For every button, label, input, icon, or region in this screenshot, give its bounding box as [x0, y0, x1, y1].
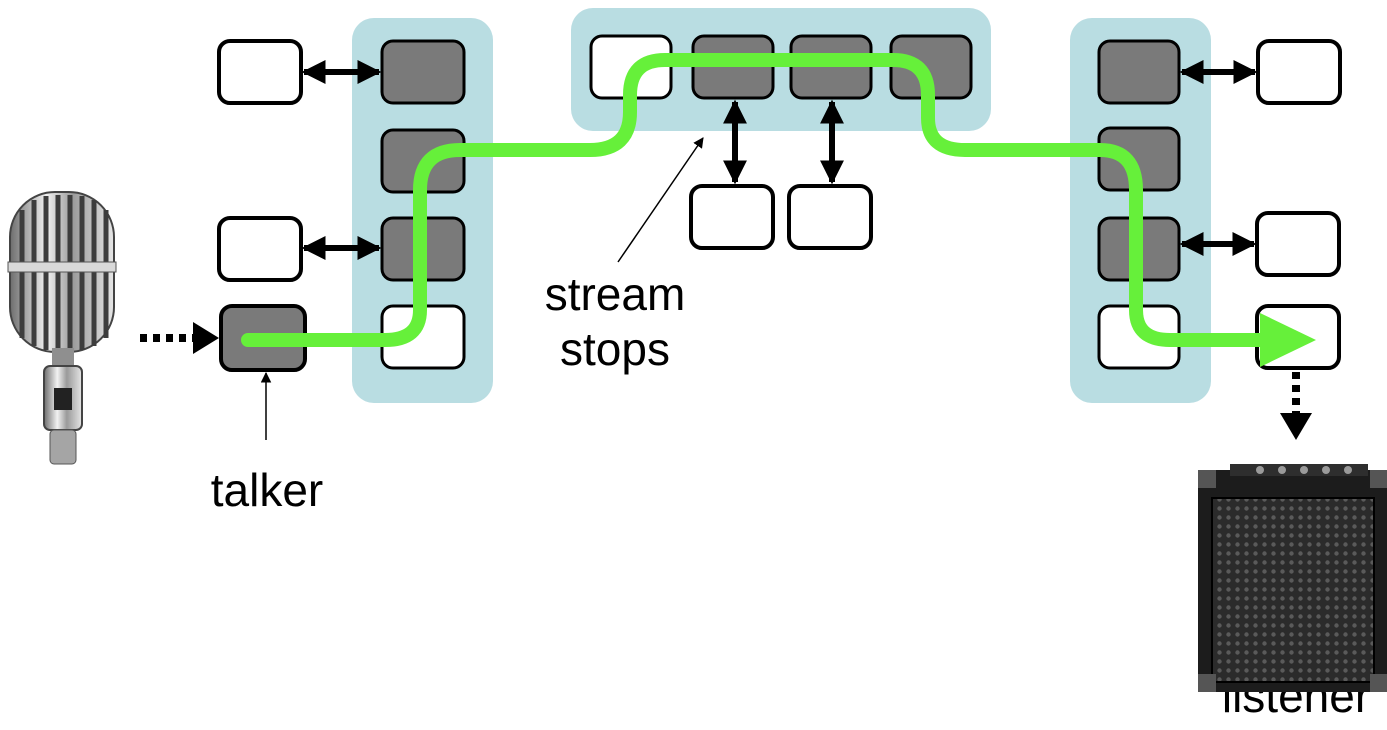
end-station-middle-2	[787, 184, 873, 250]
end-station-right-mid	[1255, 211, 1341, 277]
stream-stops-label-line1: stream	[545, 268, 686, 320]
end-station-right-top	[1256, 39, 1342, 105]
output-arrow-head	[1280, 413, 1312, 440]
input-arrow-head	[193, 322, 219, 354]
microphone-icon	[7, 191, 117, 465]
right-bridge-port-1	[1097, 39, 1181, 105]
stream-arrow-head	[1260, 313, 1316, 367]
left-bridge-port-1	[380, 39, 466, 105]
amplifier-speaker-icon	[1198, 464, 1387, 692]
talker-label: talker	[211, 464, 323, 516]
stream-path	[241, 53, 1269, 347]
end-station-left-mid	[217, 216, 303, 282]
stream-stops-label-line2: stops	[560, 323, 670, 375]
end-station-left-top	[217, 39, 303, 105]
bridge-middle	[571, 8, 991, 131]
stream-stops-pointer	[617, 137, 704, 263]
end-station-middle-1	[689, 184, 775, 250]
